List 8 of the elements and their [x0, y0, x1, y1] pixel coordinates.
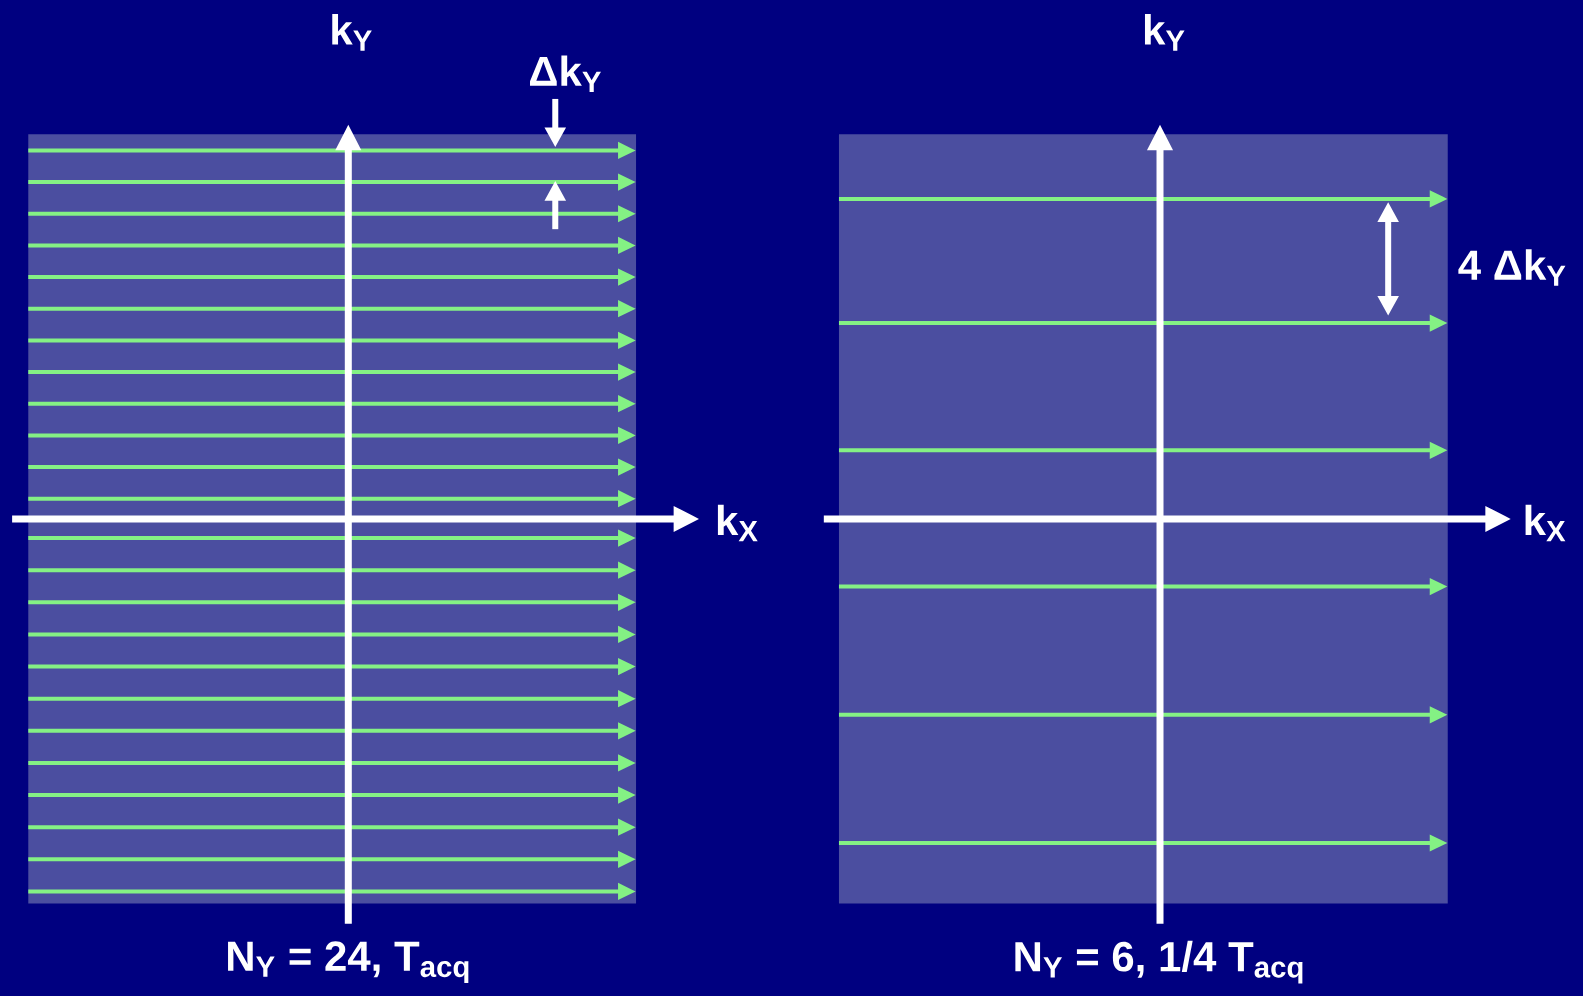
axis-label: k$_{Y}$: [332, 14, 372, 51]
caption-text: N$_{Y}$ = 24, T$_{acq}$: [228, 941, 469, 983]
dimension-label: 4 Δk$_{Y}$: [1458, 249, 1566, 286]
axis-label: k$_{X}$: [717, 504, 758, 542]
axis-label: k$_{X}$: [1525, 504, 1566, 542]
axis-label: k$_{Y}$: [1145, 14, 1185, 51]
dimension-label: Δk$_{Y}$: [530, 55, 601, 93]
caption-text: N$_{Y}$ = 6, 1/4 T$_{acq}$: [1015, 940, 1303, 984]
